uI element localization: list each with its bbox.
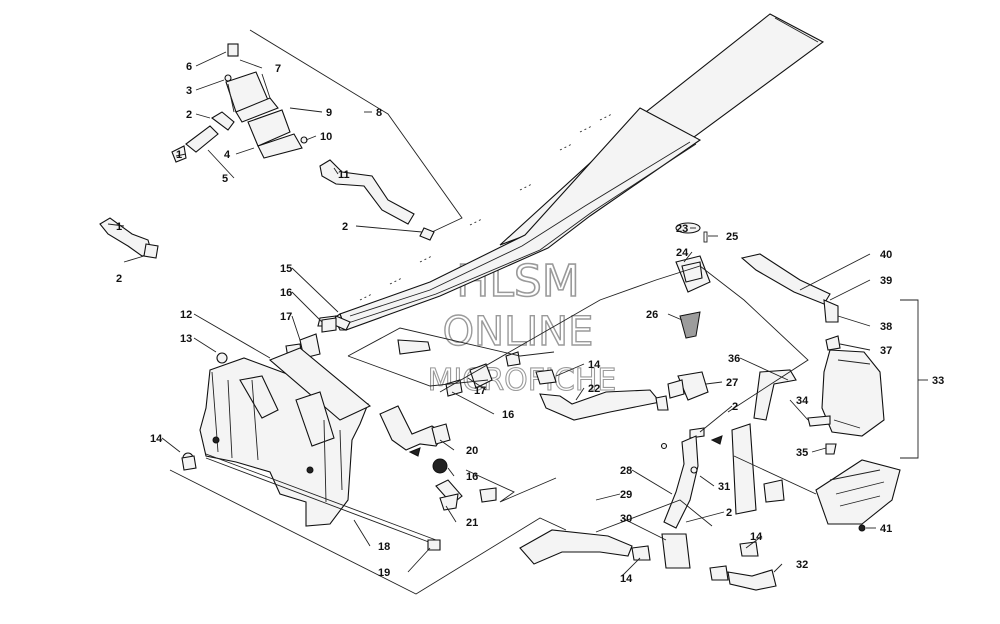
watermark-line-2: ONLINE xyxy=(443,309,594,355)
callout-label: 36 xyxy=(728,353,740,365)
callout-label: 14 xyxy=(620,573,633,585)
callout-label: 1 xyxy=(116,221,122,233)
callout-label: 28 xyxy=(620,465,632,477)
callout-label: 20 xyxy=(466,445,478,457)
callout-label: 14 xyxy=(588,359,601,371)
hose-1-left xyxy=(99,217,159,259)
group-outlines xyxy=(169,265,817,595)
leader-lines xyxy=(107,51,876,577)
callout-label: 2 xyxy=(116,273,122,285)
callout-label: 31 xyxy=(718,481,730,493)
callout-label: 15 xyxy=(280,263,292,275)
callout-label: 41 xyxy=(880,523,892,535)
callout-label: 24 xyxy=(676,247,689,259)
callout-label: 1 xyxy=(176,149,182,161)
callout-label: 8 xyxy=(376,107,382,119)
thermostat-assembly xyxy=(171,29,463,233)
callout-label: 17 xyxy=(474,385,486,397)
hose-lower-right xyxy=(519,435,777,591)
callout-label: 17 xyxy=(280,311,292,323)
callout-label: 2 xyxy=(732,401,738,413)
callout-label: 33 xyxy=(932,375,944,387)
callout-label: 16 xyxy=(466,471,478,483)
callout-label: 4 xyxy=(224,149,231,161)
callout-label: 7 xyxy=(275,63,281,75)
callout-label: 9 xyxy=(326,107,332,119)
callout-label: 2 xyxy=(342,221,348,233)
callout-label: 29 xyxy=(620,489,632,501)
callout-label: 23 xyxy=(676,223,688,235)
callout-label: 14 xyxy=(750,531,763,543)
callout-label: 32 xyxy=(796,559,808,571)
watermark: HLSM ONLINE MICROFICHE xyxy=(427,255,617,398)
callout-label: 39 xyxy=(880,275,892,287)
callout-label: 37 xyxy=(880,345,892,357)
callout-label: 2 xyxy=(726,507,732,519)
callout-label: 13 xyxy=(180,333,192,345)
callout-label: 11 xyxy=(338,169,350,181)
callout-label: 18 xyxy=(378,541,390,553)
callout-label: 5 xyxy=(222,173,228,185)
callout-label: 14 xyxy=(150,433,163,445)
mount-bracket-41 xyxy=(731,423,901,532)
callout-label: 3 xyxy=(186,85,192,97)
callout-label: 26 xyxy=(646,309,658,321)
frame-assembly-12 xyxy=(181,347,441,551)
hose-11 xyxy=(319,159,435,241)
callout-label: 27 xyxy=(726,377,738,389)
callout-label: 16 xyxy=(280,287,292,299)
hose-22 xyxy=(535,369,669,421)
callout-label: 40 xyxy=(880,249,892,261)
callout-label: 21 xyxy=(466,517,478,529)
coolant-tank-assembly xyxy=(740,253,928,459)
callout-label: 16 xyxy=(502,409,514,421)
callout-label: 38 xyxy=(880,321,892,333)
callout-label: 19 xyxy=(378,567,390,579)
callout-label: 22 xyxy=(588,383,600,395)
filler-neck-assembly xyxy=(667,222,711,439)
callout-labels: 6 7 3 2 9 8 10 1 4 5 11 2 1 2 15 16 17 1… xyxy=(116,61,944,585)
callout-label: 25 xyxy=(726,231,738,243)
callout-label: 10 xyxy=(320,131,332,143)
callout-label: 34 xyxy=(796,395,809,407)
callout-label: 2 xyxy=(186,109,192,121)
callout-label: 35 xyxy=(796,447,808,459)
direction-arrows xyxy=(408,435,723,457)
callout-label: 6 xyxy=(186,61,192,73)
cooler-rail-assembly xyxy=(317,13,825,331)
callout-label: 30 xyxy=(620,513,632,525)
callout-label: 12 xyxy=(180,309,192,321)
